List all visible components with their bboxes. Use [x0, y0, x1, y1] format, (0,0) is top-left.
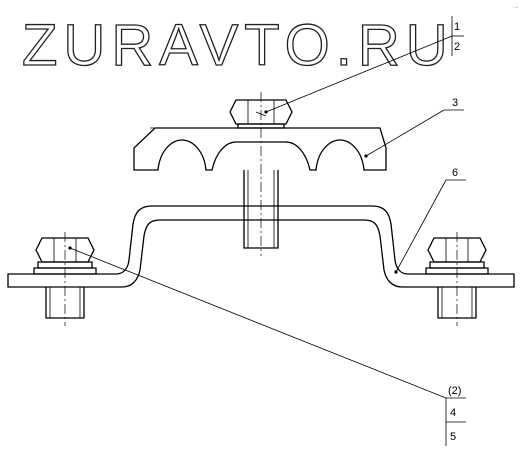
callout-6: 6 [452, 167, 458, 179]
callout-2-paren: (2) [448, 385, 461, 397]
watermark-text: ZURAVTO.RU [22, 13, 454, 78]
corner-mark: · — [512, 4, 518, 9]
callout-1: 1 [454, 21, 460, 33]
clamp-block [133, 127, 387, 171]
callout-3: 3 [452, 97, 458, 109]
left-bolt-assembly [33, 232, 97, 326]
callout-2: 2 [454, 41, 460, 53]
bent-bracket [7, 205, 515, 288]
callout-5: 5 [450, 431, 456, 443]
right-bolt-assembly [425, 232, 489, 326]
leader-lines [68, 16, 466, 446]
callout-4: 4 [450, 407, 456, 419]
center-bolt-shank [243, 170, 279, 249]
